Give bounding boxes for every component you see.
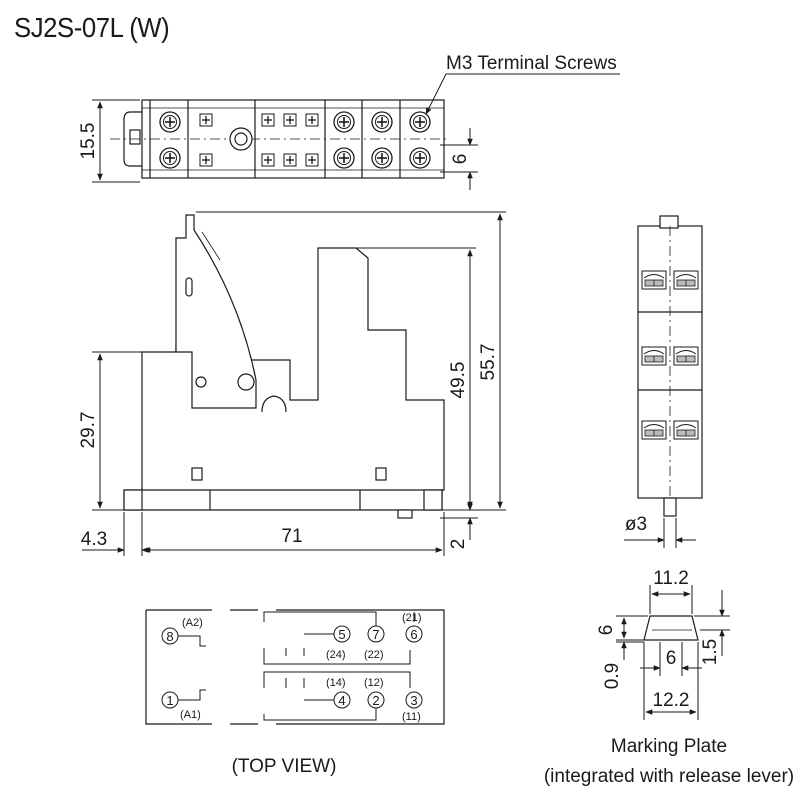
svg-text:6: 6 [410,627,417,642]
page-title: SJ2S-07L (W) [14,12,170,43]
side-dimension-lines [82,211,506,556]
dim-top-screw: 6 [450,154,471,165]
svg-text:8: 8 [166,629,173,644]
dim-plate-height: 6 [596,625,617,636]
svg-text:1: 1 [166,693,173,708]
svg-text:2: 2 [372,693,379,708]
top-view-caption: (TOP VIEW) [232,756,337,777]
pin-2: 2 (12) [364,677,385,709]
svg-text:4: 4 [338,693,345,708]
marking-plate-shape [643,615,699,641]
dim-top-height: 15.5 [78,123,99,160]
marking-plate-subcaption: (integrated with release lever) [544,766,794,787]
svg-text:(21): (21) [402,612,422,624]
dim-plate-width-top: 11.2 [653,568,689,589]
plate-dimension-lines [616,585,730,720]
hole-dimension-lines [624,518,696,548]
pin-3: 3 (11) [402,691,423,723]
wiring-pins: 8 (A2) 1 (A1) 5 (24) 7 (22) 6 (21) 4 (14… [161,612,423,723]
side-view [123,214,445,519]
wiring-top-view [145,609,445,725]
pin-7: 7 (22) [364,625,385,661]
svg-text:(11): (11) [402,711,421,723]
screws-callout-label: M3 Terminal Screws [446,53,617,74]
svg-text:(A2): (A2) [182,617,203,629]
svg-text:(14): (14) [326,677,346,689]
dim-side-inner-height: 49.5 [448,362,469,399]
dim-side-base-height: 29.7 [78,412,99,449]
end-view [637,215,703,517]
dim-plate-inner: 6 [666,648,677,669]
screws-callout [425,73,620,115]
pin-4: 4 (14) [326,677,351,709]
dim-plate-step: 1.5 [700,639,721,665]
pin-5: 5 (24) [326,625,351,661]
dim-plate-base: 0.9 [602,663,623,689]
svg-text:3: 3 [410,693,417,708]
dim-left-offset: 4.3 [81,529,107,550]
svg-text:(12): (12) [364,677,384,689]
dim-hole-diameter: ø3 [625,514,647,535]
pin-6: 6 (21) [402,612,423,643]
dim-bottom-offset: 2 [448,539,469,550]
dim-side-total-height: 55.7 [478,344,499,381]
pin-8: 8 (A2) [161,617,203,645]
svg-text:(A1): (A1) [180,709,201,721]
dim-plate-width-bottom: 12.2 [653,690,690,711]
svg-text:5: 5 [338,627,345,642]
svg-text:(22): (22) [364,649,384,661]
top-dimension-lines [92,99,478,190]
top-plan-view [110,99,450,179]
dim-width: 71 [281,526,302,547]
svg-text:7: 7 [372,627,379,642]
marking-plate-caption: Marking Plate [611,736,727,757]
pin-1: 1 (A1) [161,691,201,721]
svg-text:(24): (24) [326,649,346,661]
